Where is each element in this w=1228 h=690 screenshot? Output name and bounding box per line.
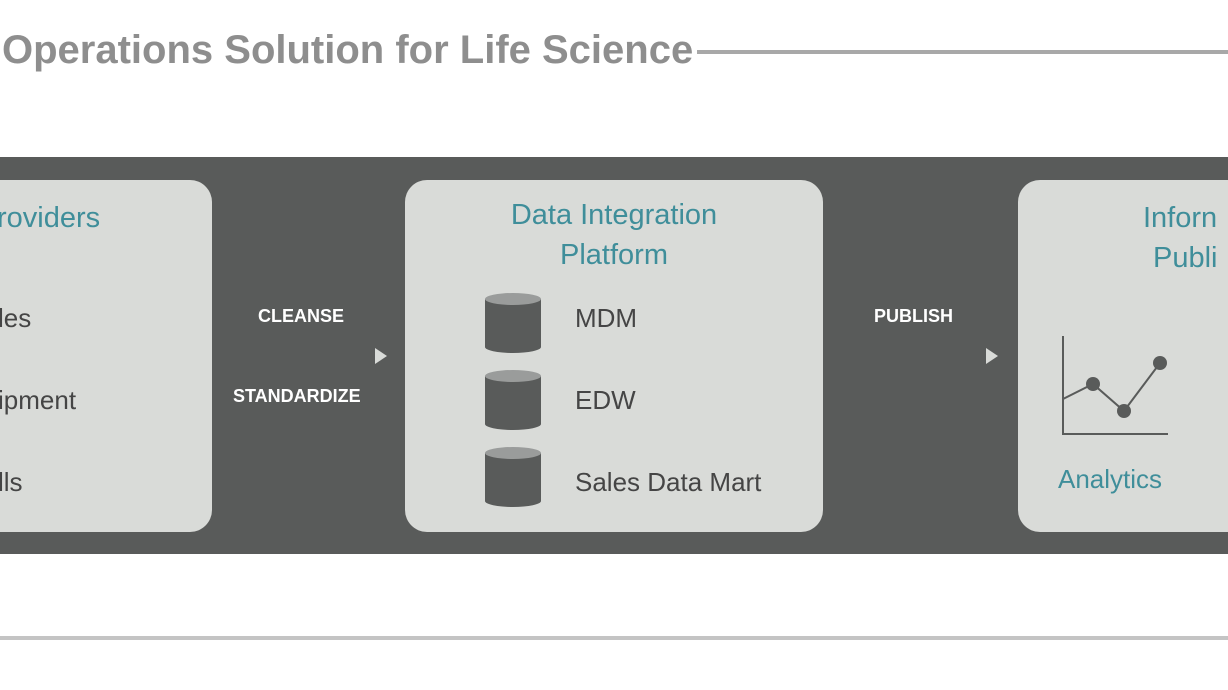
step-publish: PUBLISH [874, 306, 954, 326]
integration-item-sales-data-mart: Sales Data Mart [575, 467, 762, 497]
providers-panel [0, 180, 212, 532]
providers-heading: roviders [0, 202, 101, 234]
line-chart-icon [1062, 336, 1168, 435]
arrow-right-icon [375, 348, 387, 364]
page-title: Operations Solution for Life Science [2, 28, 694, 72]
analytics-label: Analytics [1058, 464, 1163, 494]
step-standardize: STANDARDIZE [233, 386, 361, 406]
integration-item-mdm: MDM [575, 303, 638, 333]
database-icon [485, 447, 541, 507]
publishing-heading-line1: Inforn [1143, 202, 1218, 234]
publishing-panel [1018, 180, 1228, 532]
provider-item: ipment [0, 385, 77, 415]
database-icon [485, 370, 541, 430]
bottom-rule [0, 636, 1228, 640]
database-icon [485, 293, 541, 353]
title-rule [697, 50, 1228, 54]
arrow-right-icon [986, 348, 998, 364]
step-cleanse: CLEANSE [258, 306, 345, 326]
integration-heading-line2: Platform [560, 239, 668, 271]
integration-item-edw: EDW [575, 385, 636, 415]
integration-heading-line1: Data Integration [510, 199, 718, 231]
provider-item: lls [0, 467, 23, 497]
publishing-heading-line2: Publi [1153, 242, 1218, 274]
provider-item: les [0, 303, 32, 333]
integration-panel [405, 180, 823, 532]
